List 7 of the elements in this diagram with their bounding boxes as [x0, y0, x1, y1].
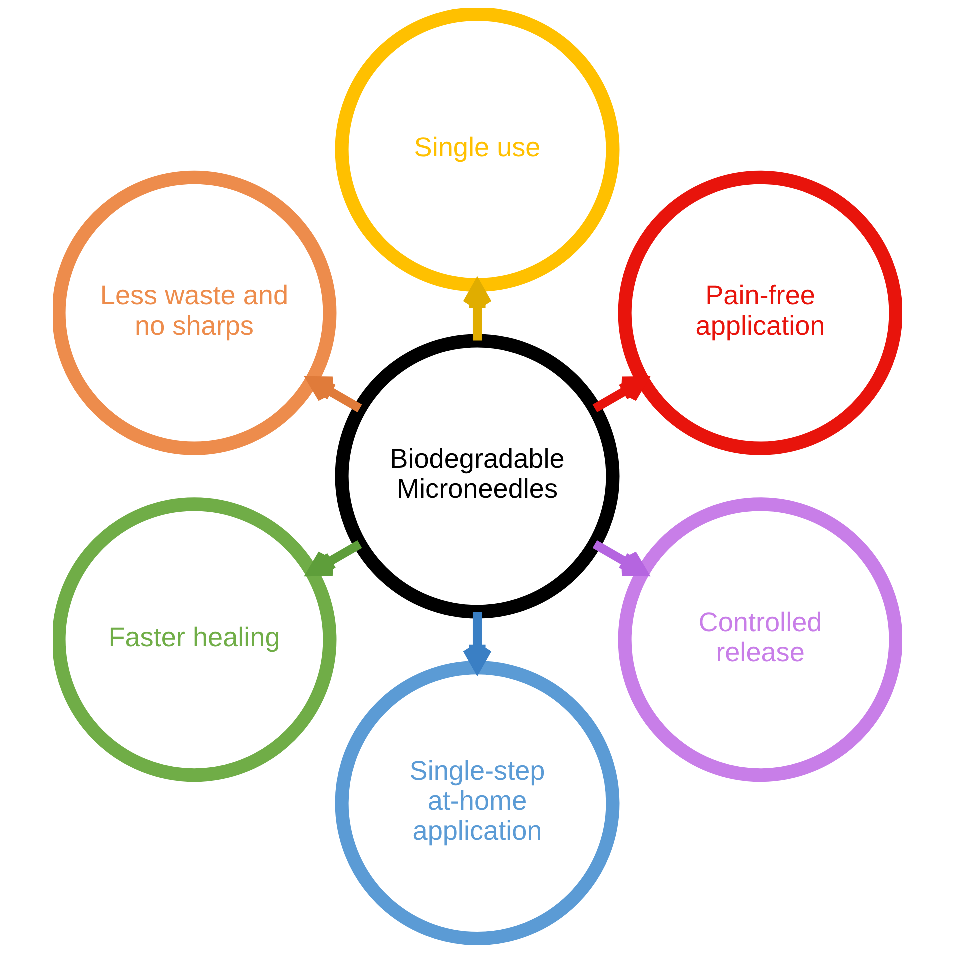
node-circle: Single use	[335, 8, 620, 292]
node-circle: Single-step at-home application	[335, 661, 620, 945]
arrow	[307, 376, 362, 413]
arrow	[307, 540, 362, 576]
arrow	[592, 376, 648, 413]
arrow	[592, 540, 648, 576]
node-circle: Biodegradable Microneedles	[335, 334, 620, 619]
